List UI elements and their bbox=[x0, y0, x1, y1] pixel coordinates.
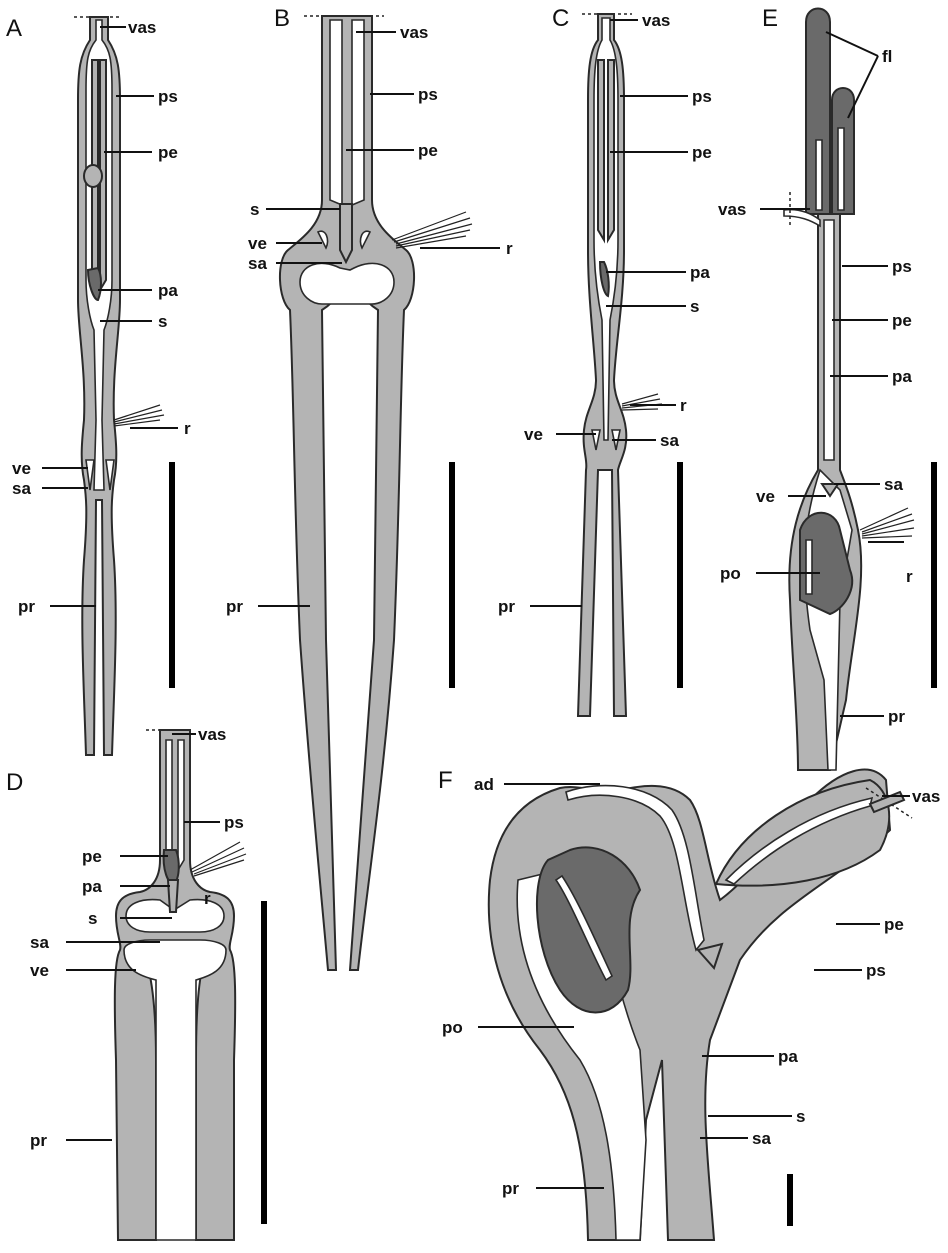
panel-b-label-pr: pr bbox=[226, 597, 243, 616]
panel-e-leader-fl-2 bbox=[848, 56, 878, 118]
panel-e-label-pe: pe bbox=[892, 311, 912, 330]
panel-b-label-ps: ps bbox=[418, 85, 438, 104]
panel-e-label-fl: fl bbox=[882, 47, 892, 66]
panel-d-retractor bbox=[190, 842, 246, 876]
panel-f-label-pr: pr bbox=[502, 1179, 519, 1198]
panel-e-leader-fl-1 bbox=[826, 32, 878, 56]
panel-d-label-pr: pr bbox=[30, 1131, 47, 1150]
panel-d-label-sa: sa bbox=[30, 933, 49, 952]
panel-f-label-pa: pa bbox=[778, 1047, 798, 1066]
panel-c: C vas ps pe pa s r ve sa pr bbox=[498, 5, 712, 716]
panel-d-label-ps: ps bbox=[224, 813, 244, 832]
panel-c-retractor bbox=[622, 394, 662, 410]
panel-e-letter: E bbox=[762, 5, 778, 32]
panel-e-label-pa: pa bbox=[892, 367, 912, 386]
panel-f-label-pe: pe bbox=[884, 915, 904, 934]
panel-d: D vas ps pe pa s r sa ve pr bbox=[6, 725, 264, 1240]
panel-a-label-r: r bbox=[184, 419, 191, 438]
panel-e-label-ve: ve bbox=[756, 487, 775, 506]
panel-d-label-pe: pe bbox=[82, 847, 102, 866]
panel-b-label-ve: ve bbox=[248, 234, 267, 253]
panel-c-label-r: r bbox=[680, 396, 687, 415]
panel-b-retractor bbox=[392, 212, 472, 248]
panel-a-label-pe: pe bbox=[158, 143, 178, 162]
panel-f-label-sa: sa bbox=[752, 1129, 771, 1148]
panel-a-label-vas: vas bbox=[128, 18, 156, 37]
panel-e-lumen bbox=[824, 220, 834, 460]
panel-e-label-ps: ps bbox=[892, 257, 912, 276]
panel-f: F ad vas pe ps po pa s sa pr bbox=[438, 767, 940, 1240]
panel-a-retractor bbox=[114, 405, 164, 426]
panel-e-label-pr: pr bbox=[888, 707, 905, 726]
panel-c-label-s: s bbox=[690, 297, 699, 316]
panel-b-label-vas: vas bbox=[400, 23, 428, 42]
panel-f-label-ad: ad bbox=[474, 775, 494, 794]
panel-d-stimulator bbox=[168, 880, 178, 912]
panel-d-label-s: s bbox=[88, 909, 97, 928]
panel-c-letter: C bbox=[552, 5, 569, 32]
panel-f-label-s: s bbox=[796, 1107, 805, 1126]
panel-c-label-pr: pr bbox=[498, 597, 515, 616]
panel-a-letter: A bbox=[6, 15, 22, 42]
panel-c-label-pe: pe bbox=[692, 143, 712, 162]
panel-b-vestibule bbox=[300, 263, 394, 304]
panel-e-label-r: r bbox=[906, 567, 913, 586]
panel-a: A vas ps pe pa s r ve sa pr bbox=[6, 15, 191, 755]
panel-e-label-vas: vas bbox=[718, 200, 746, 219]
panel-c-label-pa: pa bbox=[690, 263, 710, 282]
panel-b-penis-body bbox=[280, 16, 414, 970]
panel-d-label-ve: ve bbox=[30, 961, 49, 980]
panel-c-label-ps: ps bbox=[692, 87, 712, 106]
panel-b-stimulator bbox=[340, 204, 352, 262]
panel-c-label-sa: sa bbox=[660, 431, 679, 450]
panel-e: E fl vas ps pe pa sa ve r po pr bbox=[718, 5, 934, 770]
panel-b-label-sa: sa bbox=[248, 254, 267, 273]
panel-a-label-sa: sa bbox=[12, 479, 31, 498]
panel-b-label-pe: pe bbox=[418, 141, 438, 160]
panel-b-letter: B bbox=[274, 5, 290, 32]
panel-f-label-vas: vas bbox=[912, 787, 940, 806]
panel-b: B vas ps pe s ve sa r pr bbox=[226, 5, 513, 970]
panel-e-po-lumen bbox=[806, 540, 812, 594]
panel-d-label-r: r bbox=[204, 889, 211, 908]
panel-a-label-pr: pr bbox=[18, 597, 35, 616]
panel-f-label-po: po bbox=[442, 1018, 463, 1037]
panel-c-label-ve: ve bbox=[524, 425, 543, 444]
panel-a-label-ve: ve bbox=[12, 459, 31, 478]
panel-d-letter: D bbox=[6, 769, 23, 796]
panel-a-label-ps: ps bbox=[158, 87, 178, 106]
panel-e-label-sa: sa bbox=[884, 475, 903, 494]
panel-a-label-s: s bbox=[158, 312, 167, 331]
panel-d-label-pa: pa bbox=[82, 877, 102, 896]
panel-f-letter: F bbox=[438, 767, 453, 794]
panel-c-label-vas: vas bbox=[642, 11, 670, 30]
panel-b-label-r: r bbox=[506, 239, 513, 258]
panel-a-bulb bbox=[84, 165, 102, 187]
panel-a-label-pa: pa bbox=[158, 281, 178, 300]
panel-e-retractor bbox=[860, 508, 914, 538]
panel-e-label-po: po bbox=[720, 564, 741, 583]
panel-d-label-vas: vas bbox=[198, 725, 226, 744]
panel-f-label-ps: ps bbox=[866, 961, 886, 980]
panel-b-label-s: s bbox=[250, 200, 259, 219]
